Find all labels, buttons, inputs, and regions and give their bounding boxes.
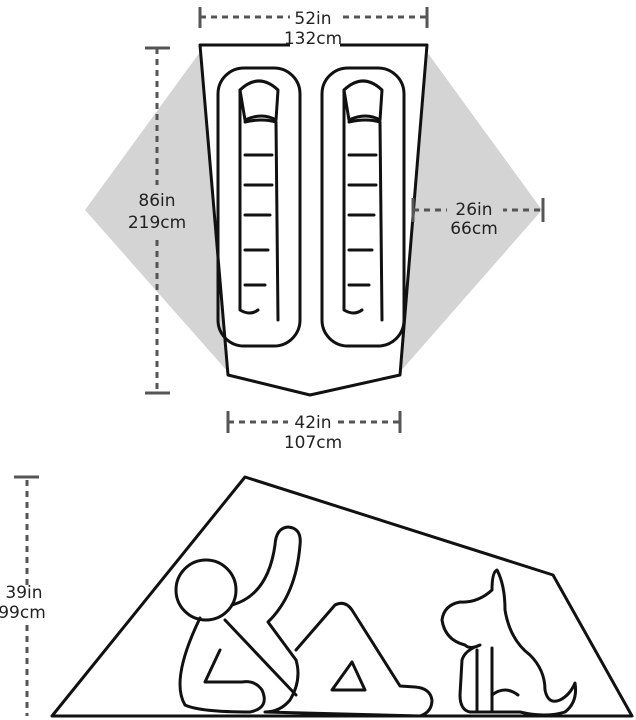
tent-floor (198, 43, 429, 397)
side-view (50, 475, 634, 718)
sleeping-bag-right (320, 66, 406, 348)
dimension-vestibule: 26in 66cm (411, 198, 545, 239)
left-vestibule (85, 52, 228, 372)
dimension-height: 39in 99cm (0, 475, 46, 716)
vestibule-cm: 66cm (450, 219, 498, 239)
length-cm: 219cm (128, 213, 186, 233)
bottom-width-in: 42in (294, 413, 331, 433)
sleeping-bag-left (216, 66, 302, 348)
height-in: 39in (5, 583, 42, 603)
top-width-in: 52in (294, 9, 331, 29)
vestibule-in: 26in (455, 200, 492, 220)
length-in: 86in (138, 191, 175, 211)
top-width-cm: 132cm (284, 29, 342, 49)
dog-figure (440, 568, 577, 717)
dimension-length: 86in 219cm (128, 46, 186, 395)
dimension-bottom-width: 42in 107cm (226, 408, 402, 453)
person-figure (174, 525, 434, 718)
height-cm: 99cm (0, 603, 46, 623)
dimension-top-width: 52in 132cm (198, 4, 429, 49)
bottom-width-cm: 107cm (284, 433, 342, 453)
